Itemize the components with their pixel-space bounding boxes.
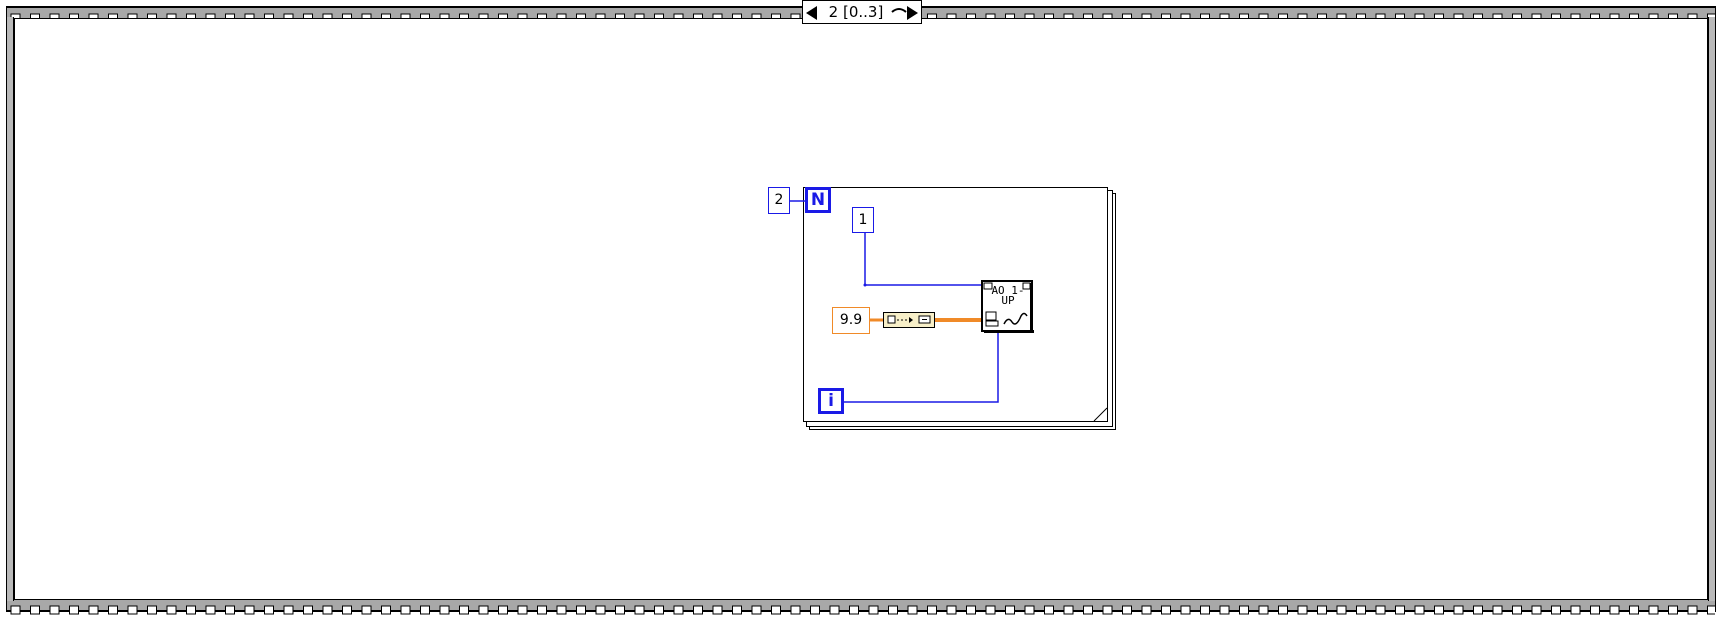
loop-count-terminal[interactable]: N — [805, 187, 831, 213]
channel-constant[interactable]: 1 — [852, 207, 874, 233]
frame-selector-label: 2 [0..3] — [828, 3, 884, 21]
iteration-wire[interactable] — [844, 332, 999, 403]
loop-corner-fold — [1093, 407, 1108, 422]
subvi-name-text: AO 1-UP — [991, 284, 1025, 307]
value-constant[interactable]: 9.9 — [832, 307, 870, 334]
film-strip-bottom — [7, 605, 1715, 615]
ao-1-up-subvi[interactable]: AO 1-UP — [981, 280, 1034, 333]
loop-iteration-terminal[interactable]: i — [818, 388, 844, 414]
sequence-frame-right-border — [1708, 17, 1715, 601]
next-frame-arrow-icon[interactable] — [905, 6, 919, 20]
loop-count-constant[interactable]: 2 — [768, 187, 790, 214]
wire-bend-dot — [863, 283, 867, 287]
frame-selector[interactable]: 2 [0..3] — [802, 0, 922, 24]
ao-1-up-subvi-icon — [981, 280, 1034, 333]
sequence-frame-left-border — [7, 17, 14, 601]
to-double-conversion-icon[interactable] — [883, 312, 935, 328]
previous-frame-arrow-icon[interactable] — [805, 6, 819, 20]
frame-dropdown-icon[interactable] — [891, 7, 907, 19]
channel-wire[interactable] — [864, 233, 981, 286]
